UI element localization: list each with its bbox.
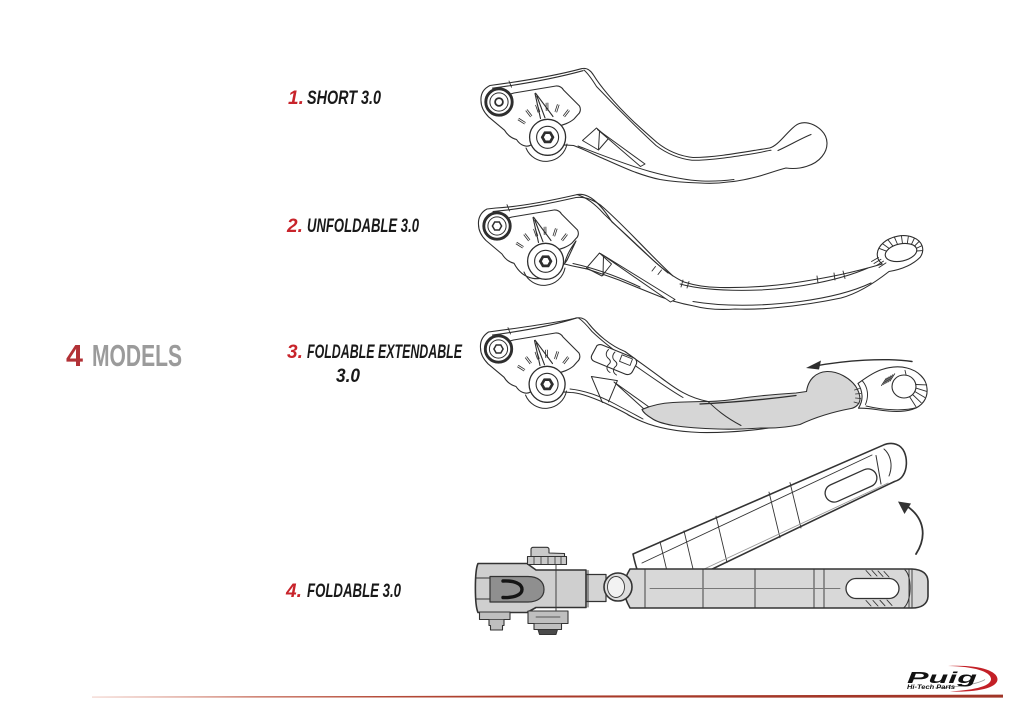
svg-text:MODELS: MODELS	[92, 339, 182, 373]
svg-text:2.: 2.	[286, 216, 303, 237]
svg-text:1.: 1.	[288, 88, 304, 109]
svg-text:4: 4	[66, 339, 83, 373]
svg-text:UNFOLDABLE 3.0: UNFOLDABLE 3.0	[307, 216, 419, 237]
svg-text:3.0: 3.0	[336, 366, 360, 387]
svg-text:3.: 3.	[287, 342, 303, 363]
svg-text:FOLDABLE 3.0: FOLDABLE 3.0	[307, 581, 401, 602]
svg-text:4.: 4.	[285, 581, 302, 602]
svg-text:Hi-Tech Parts: Hi-Tech Parts	[907, 685, 956, 691]
svg-text:Puig: Puig	[907, 670, 977, 687]
svg-text:FOLDABLE EXTENDABLE: FOLDABLE EXTENDABLE	[307, 342, 463, 363]
svg-text:SHORT 3.0: SHORT 3.0	[307, 88, 381, 109]
